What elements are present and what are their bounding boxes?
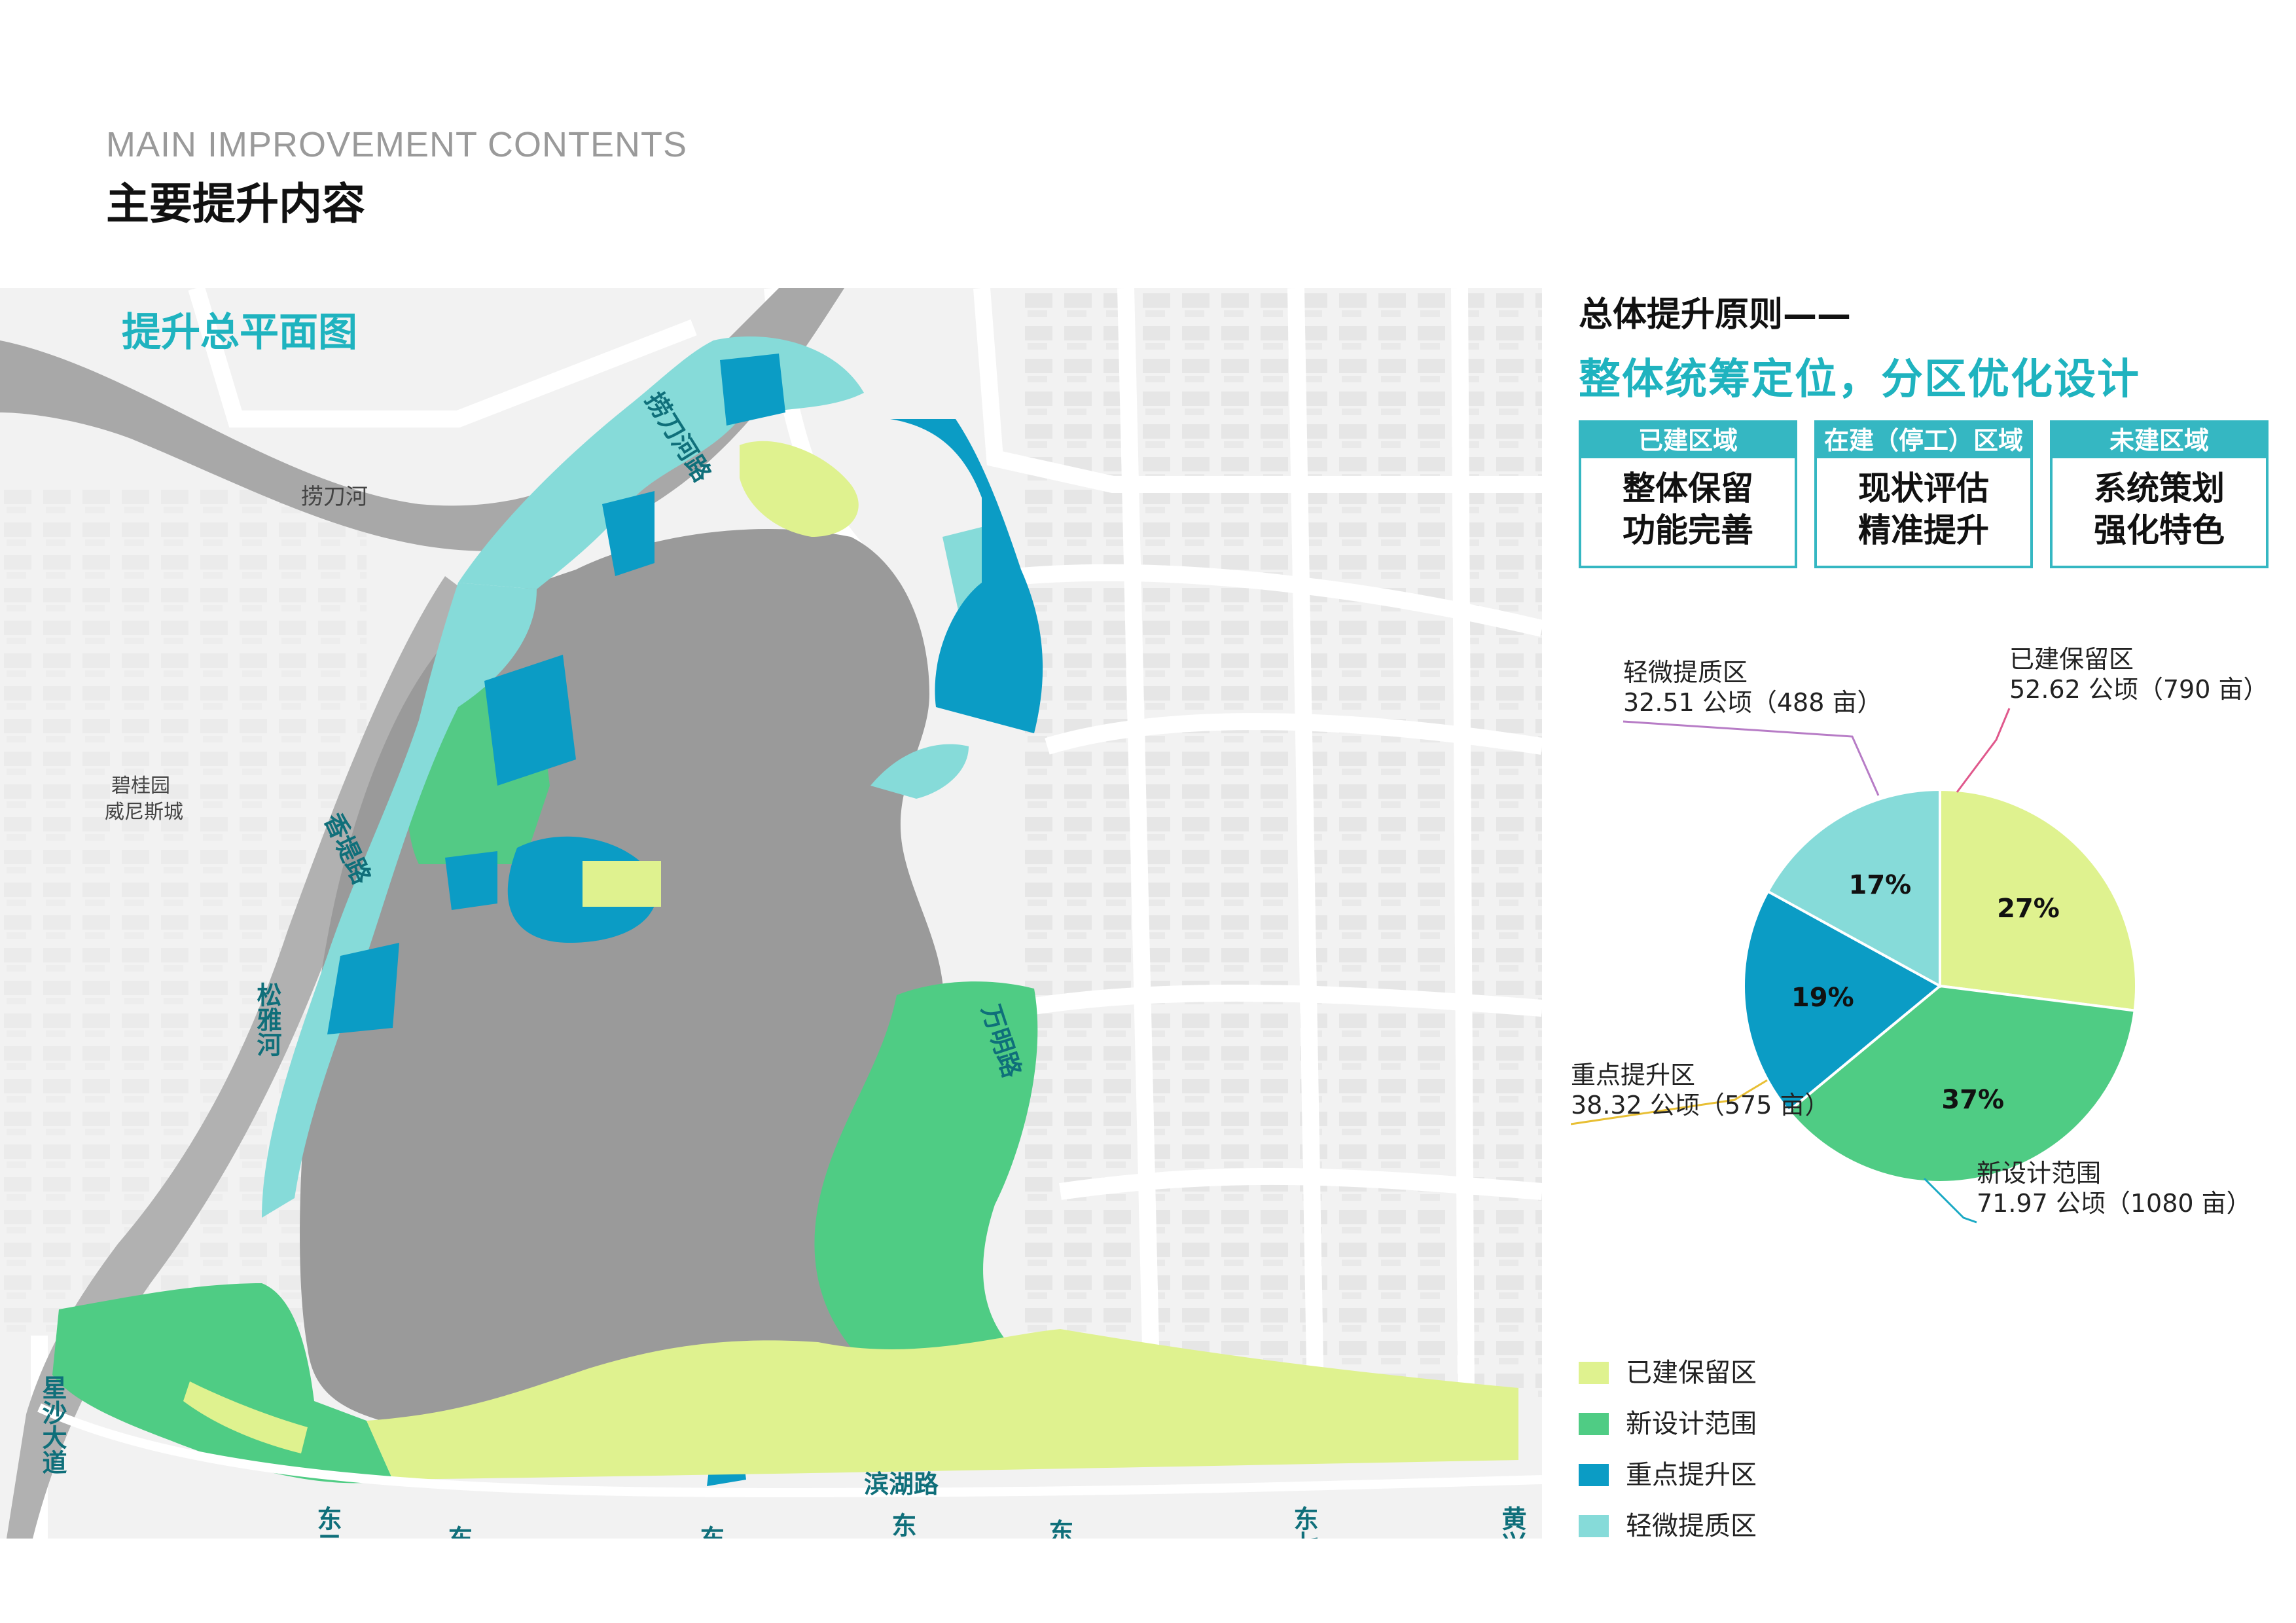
label-xingsha-avenue: 星沙大道 <box>38 1375 67 1474</box>
map-label-group: 提升总平面图 捞刀河 碧桂园 威尼斯城 滨湖路 <box>105 310 939 1499</box>
label-weinisi: 威尼斯城 <box>105 801 183 824</box>
legend-swatch <box>1579 1413 1609 1435</box>
box-line: 功能完善 <box>1623 511 1753 549</box>
binhu-road-line <box>37 1403 1542 1498</box>
zone-new-design <box>52 681 1096 1484</box>
callout-name: 已建保留区 <box>2009 645 2134 674</box>
label-songya-river: 松雅河 <box>253 982 281 1057</box>
callout-leader-line <box>1623 720 1880 796</box>
pie-slice <box>1787 984 2136 1184</box>
principle-box-built: 已建区域 整体保留 功能完善 <box>1579 420 1797 568</box>
label-dong7: 东七路 <box>1289 1506 1318 1539</box>
legend-label: 已建保留区 <box>1626 1358 1757 1388</box>
label-laodao-river: 捞刀河 <box>301 484 368 510</box>
box-head: 在建（停工）区域 <box>1817 423 2030 458</box>
label-dong2: 东二路 <box>313 1506 342 1539</box>
city-roads <box>31 288 1542 1539</box>
box-line: 强化特色 <box>2094 511 2225 549</box>
pie-slice <box>1742 889 1943 1114</box>
callout-name: 轻微提质区 <box>1623 658 1748 687</box>
callout-name: 重点提升区 <box>1571 1061 1695 1089</box>
callout-leader-line <box>1956 708 2011 793</box>
chinese-title: 主要提升内容 <box>106 179 365 229</box>
callout-leader-line <box>1570 1079 1768 1125</box>
principle-heading: 总体提升原则—— <box>1579 295 1852 335</box>
label-dong4: 东四路 <box>696 1525 725 1539</box>
label-dong6: 东六路 <box>1045 1519 1073 1539</box>
callout-area: 38.32 公顷（575 亩） <box>1571 1091 1829 1120</box>
label-dong5: 东五路 <box>888 1512 916 1539</box>
legend-item: 轻微提质区 <box>1579 1510 1840 1542</box>
principle-subheading: 整体统筹定位，分区优化设计 <box>1579 356 2140 404</box>
callout-name: 新设计范围 <box>1977 1159 2101 1188</box>
legend-label: 新设计范围 <box>1626 1409 1757 1439</box>
pie-slice <box>1766 788 1941 989</box>
principle-box-unbuilt: 未建区域 系统策划 强化特色 <box>2050 420 2269 568</box>
box-head: 未建区域 <box>2053 423 2266 458</box>
pie-percent-label: 37% <box>1941 1085 2004 1115</box>
box-line: 整体保留 <box>1623 469 1753 507</box>
label-biguiyuan: 碧桂园 <box>111 775 170 797</box>
legend-swatch <box>1579 1464 1609 1486</box>
island-preserved-zone <box>583 861 661 907</box>
pie-percent-label: 17% <box>1848 870 1911 900</box>
box-head: 已建区域 <box>1581 423 1795 458</box>
pie-percent-label: 27% <box>1997 894 2060 924</box>
legend-swatch <box>1579 1362 1609 1384</box>
pie-slice <box>1939 788 2138 1012</box>
legend-item: 已建保留区 <box>1579 1357 1840 1389</box>
legend-swatch <box>1579 1515 1609 1537</box>
box-line: 系统策划 <box>2094 469 2225 507</box>
label-binhu-road: 滨湖路 <box>864 1470 939 1499</box>
english-title: MAIN IMPROVEMENT CONTENTS <box>106 125 688 164</box>
callout-area: 71.97 公顷（1080 亩） <box>1977 1189 2251 1218</box>
box-line: 精准提升 <box>1858 511 1989 549</box>
legend-label: 重点提升区 <box>1626 1460 1757 1490</box>
zone-preserved <box>183 441 1518 1480</box>
legend-label: 轻微提质区 <box>1626 1511 1757 1541</box>
map-title: 提升总平面图 <box>122 310 357 356</box>
principle-box-under-construction: 在建（停工）区域 现状评估 精准提升 <box>1814 420 2033 568</box>
callout-area: 32.51 公顷（488 亩） <box>1623 688 1882 717</box>
box-line: 现状评估 <box>1858 469 1989 507</box>
legend-item: 新设计范围 <box>1579 1408 1840 1440</box>
label-dong3: 东三路 <box>444 1525 473 1539</box>
legend-item: 重点提升区 <box>1579 1459 1840 1491</box>
callout-leader-line <box>1923 1177 1977 1224</box>
pie-percent-label: 19% <box>1791 983 1854 1013</box>
site-plan-map: 提升总平面图 捞刀河 碧桂园 威尼斯城 滨湖路 捞刀河路 香堤路 万明路 星沙大… <box>0 288 1542 1539</box>
callout-area: 52.62 公顷（790 亩） <box>2009 675 2268 704</box>
label-huangxing-avenue: 黄兴大道 <box>1498 1506 1526 1539</box>
